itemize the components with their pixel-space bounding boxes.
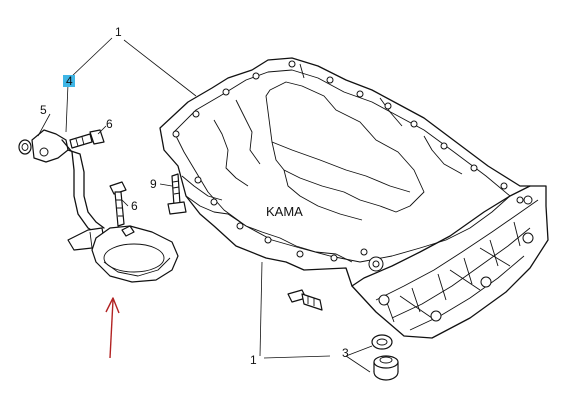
callout-3: 3 — [342, 346, 349, 360]
leader-lines — [37, 37, 373, 373]
callout-5: 5 — [40, 103, 47, 117]
callout-4: 4 — [66, 74, 73, 88]
bolt-lower — [109, 181, 127, 227]
highlight-badge — [63, 75, 75, 87]
callout-9: 9 — [150, 177, 157, 191]
callout-6-upper: 6 — [106, 117, 113, 131]
loose-bolt — [287, 289, 323, 311]
callout-6-lower: 6 — [131, 199, 138, 213]
watermark-text: KAMA — [266, 204, 303, 219]
callout-1-bottom: 1 — [250, 353, 257, 367]
stud — [167, 173, 187, 215]
red-arrow-icon — [105, 297, 120, 359]
drain-plug — [373, 355, 399, 381]
oil-pickup-tube — [18, 129, 179, 283]
callout-4-badge[interactable]: 4 — [63, 74, 75, 88]
callout-1-top: 1 — [115, 25, 122, 39]
bolt-upper — [69, 129, 105, 149]
pickup-gasket — [18, 139, 32, 155]
oil-pan — [159, 57, 549, 339]
drain-washer — [371, 334, 393, 350]
